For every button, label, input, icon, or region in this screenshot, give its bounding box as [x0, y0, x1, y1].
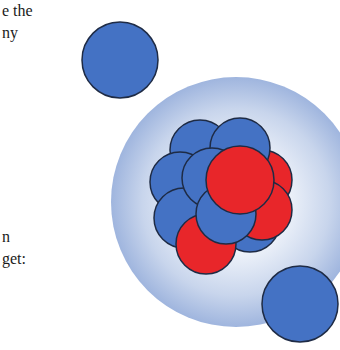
text-fragment: get: — [2, 250, 26, 268]
electron — [82, 22, 158, 98]
text-fragment: e the — [2, 2, 33, 20]
text-fragment: n — [2, 228, 10, 246]
electron — [262, 266, 338, 342]
nucleus — [150, 118, 292, 274]
text-fragment: ny — [2, 24, 18, 42]
